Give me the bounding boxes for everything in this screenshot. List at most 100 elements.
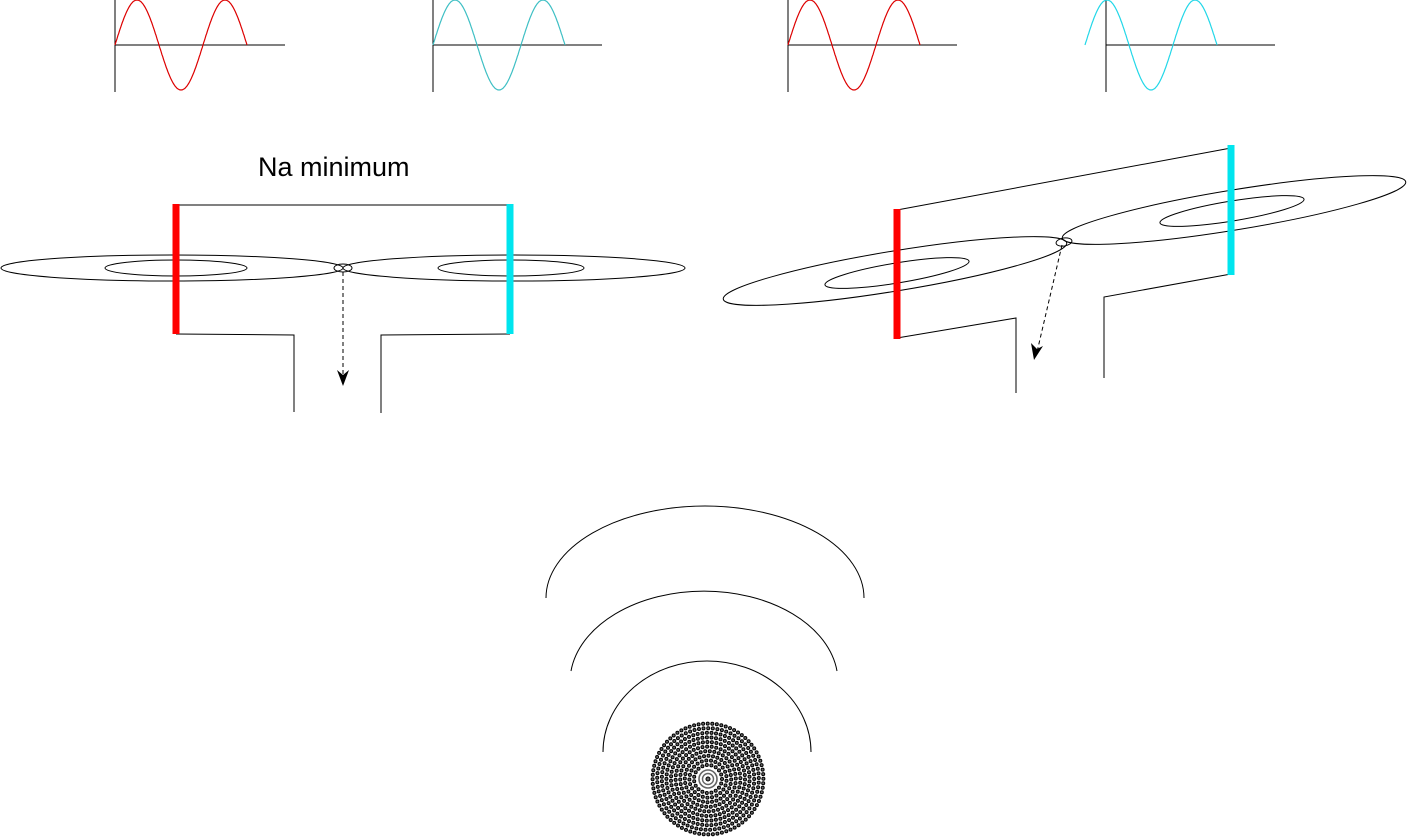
source-dot (659, 798, 664, 803)
source-dot (707, 749, 712, 754)
source-dot (685, 802, 690, 807)
source-dot (724, 829, 729, 834)
source-dot (657, 750, 662, 755)
source-dot (740, 790, 745, 795)
source-dot (717, 812, 722, 817)
source-dot (748, 759, 753, 764)
frame-bottom-left (175, 333, 295, 412)
source-dot (682, 776, 687, 781)
source-dot (723, 744, 727, 749)
source-dot (727, 768, 732, 773)
source-dot (716, 807, 720, 812)
source-dot (651, 786, 656, 791)
source-dot (705, 800, 710, 805)
source-dot (713, 788, 718, 793)
source-dot (679, 809, 684, 814)
source-dot (683, 726, 688, 731)
source-dot (729, 805, 734, 810)
source-dot (655, 784, 660, 789)
source-dot (736, 823, 741, 828)
source-center-ring (698, 769, 718, 789)
source-dot (726, 813, 731, 818)
source-dot (698, 827, 703, 832)
source-dot (678, 782, 683, 787)
wave-arc-inner (602, 660, 812, 753)
source-dot (713, 803, 718, 808)
source-dot (727, 735, 732, 740)
source-dot (676, 799, 681, 804)
source-dot (690, 786, 694, 791)
source-dot (693, 770, 698, 775)
source-dot (756, 754, 761, 759)
source-dot (743, 777, 747, 782)
source-dot (702, 754, 706, 759)
wave-red-2 (787, 0, 921, 91)
source-dot (752, 807, 757, 811)
source-dot (681, 764, 686, 769)
source-dot (691, 820, 696, 825)
source-dot (760, 767, 765, 772)
source-dot (713, 765, 718, 770)
frame-bottom-right (1103, 273, 1232, 378)
source-dot (709, 744, 714, 749)
source-dot (697, 727, 701, 731)
source-dot (719, 723, 724, 728)
source-dot (655, 755, 660, 759)
source-dot (687, 750, 692, 755)
source-dot (676, 747, 681, 752)
source-dot (744, 810, 749, 815)
source-dot (689, 804, 694, 809)
source-dot (718, 791, 723, 795)
source-dot (659, 757, 663, 762)
source-dot (694, 826, 699, 831)
source-dot (711, 754, 715, 759)
source-dot (661, 753, 665, 758)
source-dot (680, 750, 685, 755)
source-dot (758, 758, 763, 763)
source-dot (734, 807, 739, 812)
source-dot (650, 781, 655, 786)
source-center-ring (701, 772, 715, 786)
source-dot (687, 777, 692, 782)
source-dot (700, 764, 705, 769)
source-dot (657, 762, 662, 766)
source-dot (709, 758, 713, 763)
source-dot (733, 752, 738, 757)
source-dot (670, 755, 675, 760)
source-dot (746, 739, 751, 744)
source-dot (738, 810, 743, 815)
source-dot (746, 788, 750, 793)
source-dot (669, 804, 674, 809)
source-dot (719, 781, 724, 786)
source-dot (720, 777, 724, 781)
source-dot (696, 793, 701, 797)
source-dot (683, 742, 688, 747)
source-dot (730, 743, 735, 748)
source-dot (746, 765, 750, 770)
source-dot (693, 806, 698, 811)
source-dot (674, 768, 679, 773)
source-dot (713, 760, 718, 764)
wave-cyan-2 (1084, 0, 1218, 91)
source-dot (741, 786, 746, 791)
source-dot (709, 740, 714, 745)
source-dot (691, 733, 696, 738)
arrow-head (1031, 343, 1043, 360)
source-dot (747, 774, 752, 779)
waveform-plot-1 (114, 0, 285, 92)
source-dot (664, 776, 669, 781)
source-dot (734, 819, 739, 824)
source-dot (728, 773, 733, 777)
frame-top (896, 147, 1232, 211)
source-dot (737, 785, 742, 790)
source-dot (744, 761, 749, 766)
wave-arc-outer (545, 505, 865, 599)
source-dot (687, 808, 691, 813)
source-dot (750, 790, 755, 795)
source-dot (739, 733, 744, 738)
source-dot (725, 764, 730, 769)
source-dot (752, 798, 757, 803)
source-dot (669, 783, 674, 788)
source-dot (673, 816, 678, 821)
source-dot (691, 747, 696, 752)
